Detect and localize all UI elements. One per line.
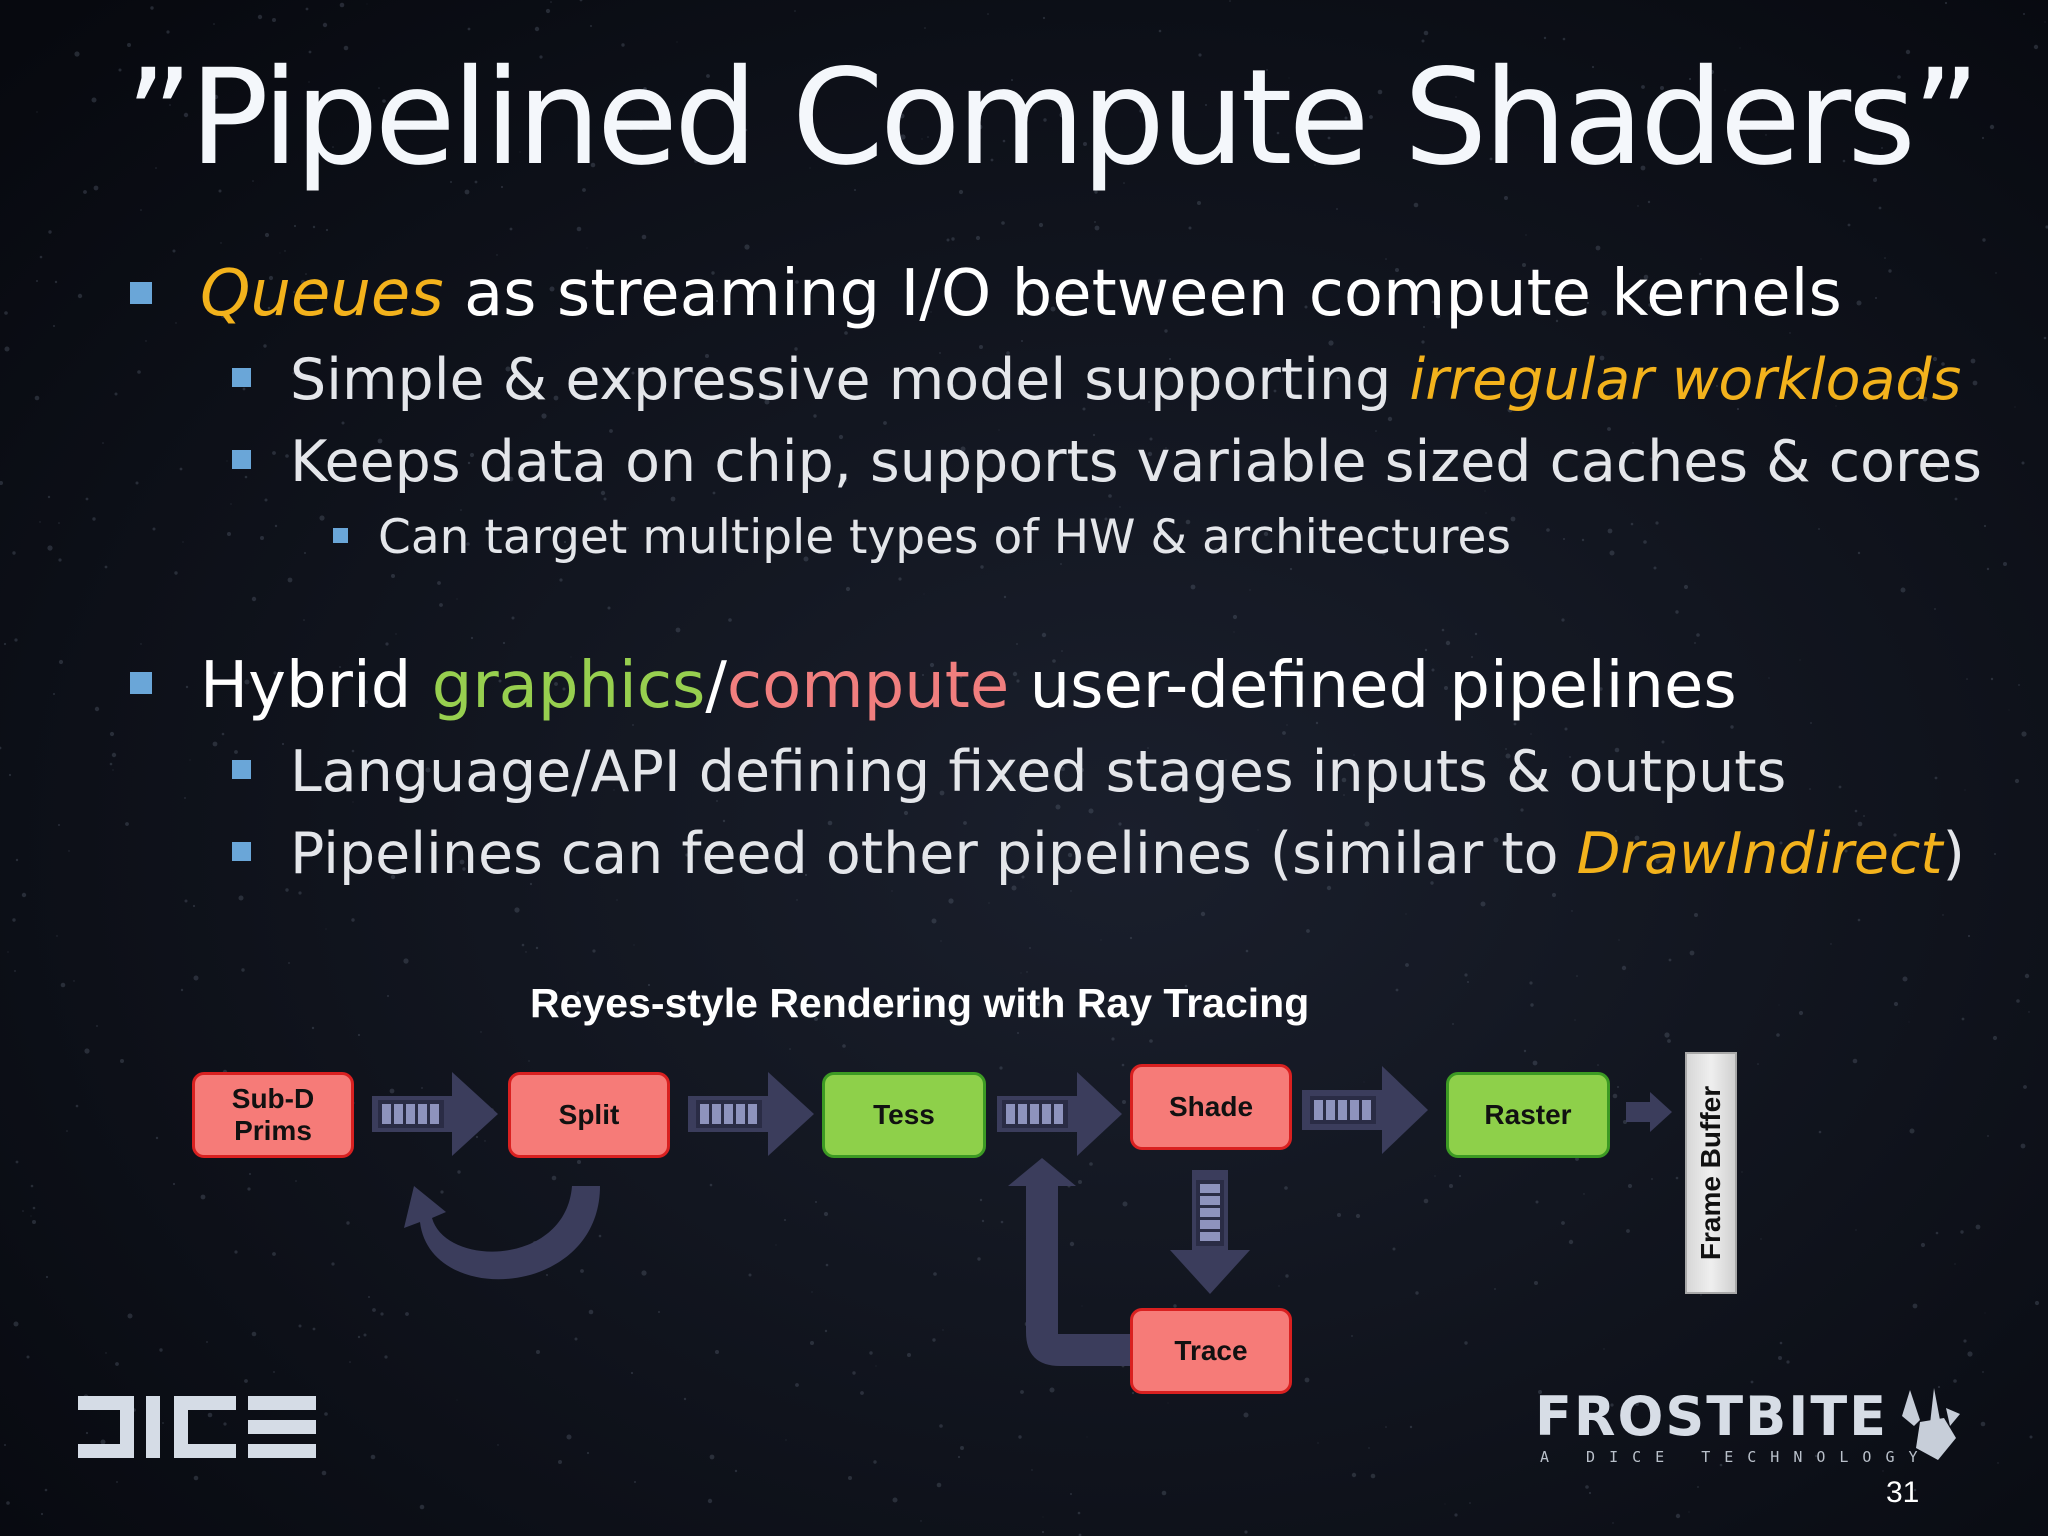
bullet-queues: Queues as streaming I/O between compute … bbox=[200, 257, 1842, 331]
stage-tess: Tess bbox=[822, 1072, 986, 1158]
diagram-title: Reyes-style Rendering with Ray Tracing bbox=[530, 980, 1310, 1026]
stage-shade: Shade bbox=[1130, 1064, 1292, 1150]
arrow-raster-fb bbox=[1626, 1092, 1672, 1132]
arrow-trace-loopback bbox=[1008, 1158, 1130, 1366]
bullet-marker bbox=[232, 450, 251, 469]
frostbite-tagline: A DICE TECHNOLOGY bbox=[1540, 1448, 1932, 1466]
queue-icon bbox=[1002, 1100, 1068, 1128]
bullet-simple-expressive: Simple & expressive model supporting irr… bbox=[290, 347, 1962, 413]
dice-logo bbox=[78, 1396, 316, 1458]
page-number: 31 bbox=[1886, 1476, 1920, 1509]
queue-icon bbox=[696, 1100, 762, 1128]
bullet-marker bbox=[232, 368, 251, 387]
bullet-hybrid: Hybrid graphics/compute user-defined pip… bbox=[200, 649, 1737, 723]
stage-raster: Raster bbox=[1446, 1072, 1610, 1158]
bullet-keeps-data: Keeps data on chip, supports variable si… bbox=[290, 429, 1982, 495]
queue-icon bbox=[1196, 1180, 1224, 1246]
slide-title: ”Pipelined Compute Shaders” bbox=[125, 41, 1980, 195]
stage-split: Split bbox=[508, 1072, 670, 1158]
queue-icon bbox=[1310, 1096, 1376, 1124]
queue-icon bbox=[378, 1100, 444, 1128]
frostbite-emblem-icon bbox=[1902, 1388, 1960, 1460]
frame-buffer: Frame Buffer bbox=[1685, 1052, 1737, 1294]
arrow-split-loop bbox=[404, 1186, 600, 1280]
bullet-marker bbox=[232, 842, 251, 861]
bullet-marker bbox=[333, 528, 348, 543]
bullet-target-hw: Can target multiple types of HW & archit… bbox=[378, 510, 1511, 565]
bullet-marker bbox=[130, 672, 152, 694]
bullet-language-api: Language/API defining fixed stages input… bbox=[290, 739, 1787, 805]
stage-trace: Trace bbox=[1130, 1308, 1292, 1394]
bullet-marker bbox=[232, 760, 251, 779]
bullet-pipelines-feed: Pipelines can feed other pipelines (simi… bbox=[290, 821, 1965, 887]
frostbite-logo: FROSTBITE bbox=[1535, 1385, 1889, 1448]
bullet-marker bbox=[130, 282, 152, 304]
